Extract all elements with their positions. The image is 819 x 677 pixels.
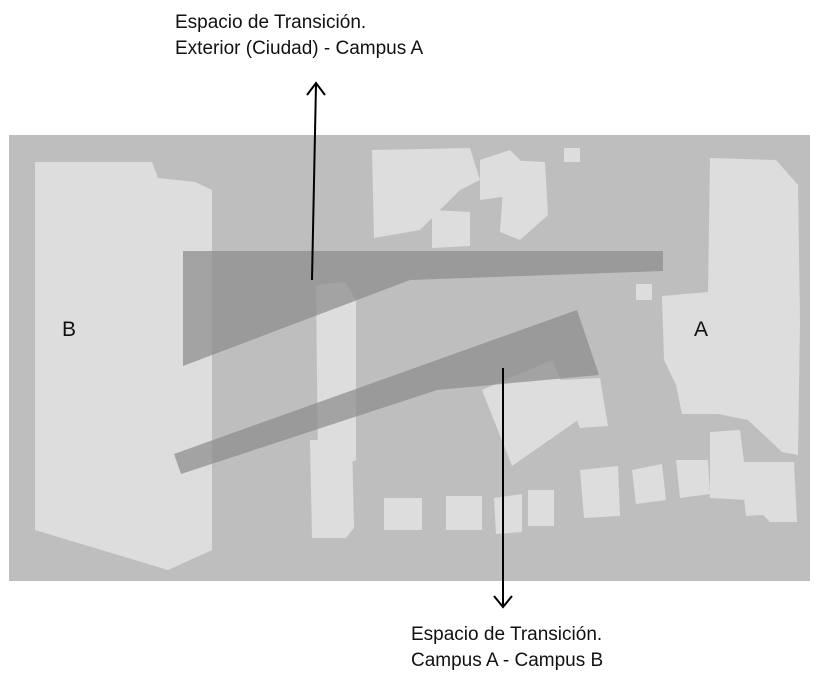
transition-zone-campus-a-campus-b bbox=[174, 310, 599, 474]
building-north-3 bbox=[500, 160, 548, 240]
building-south-3 bbox=[494, 494, 522, 534]
arrow-line-top bbox=[311, 83, 317, 281]
campus-a-label: A bbox=[694, 318, 709, 341]
annotation-top-line1: Espacio de Transición. bbox=[175, 12, 367, 33]
building-central-south bbox=[310, 440, 354, 538]
annotation-bottom: Espacio de Transición. Campus A - Campus… bbox=[411, 622, 603, 674]
building-east-small bbox=[636, 284, 652, 300]
annotation-bottom-line2: Campus A - Campus B bbox=[411, 650, 604, 671]
building-south-2 bbox=[446, 496, 482, 530]
annotation-top: Espacio de Transición. Exterior (Ciudad)… bbox=[175, 10, 423, 62]
building-south-mid bbox=[560, 378, 608, 428]
arrow-up-icon bbox=[306, 81, 326, 96]
building-campus-a bbox=[662, 158, 800, 455]
building-campus-b bbox=[35, 162, 212, 570]
building-north-4 bbox=[432, 210, 470, 248]
building-south-6 bbox=[632, 464, 666, 504]
arrow-down-icon bbox=[493, 595, 513, 609]
campus-b-label: B bbox=[62, 318, 77, 341]
transition-zone-exterior-campus-a bbox=[183, 251, 663, 366]
annotation-top-line2: Exterior (Ciudad) - Campus A bbox=[175, 38, 424, 59]
building-north-1 bbox=[372, 148, 480, 238]
building-south-7 bbox=[676, 460, 710, 498]
building-south-1 bbox=[384, 498, 422, 530]
building-north-5 bbox=[564, 148, 580, 162]
building-south-8 bbox=[742, 478, 780, 516]
building-south-diagonal bbox=[482, 360, 578, 466]
building-south-4 bbox=[528, 490, 554, 526]
building-south-5 bbox=[580, 466, 620, 518]
annotation-bottom-line1: Espacio de Transición. bbox=[411, 624, 603, 645]
